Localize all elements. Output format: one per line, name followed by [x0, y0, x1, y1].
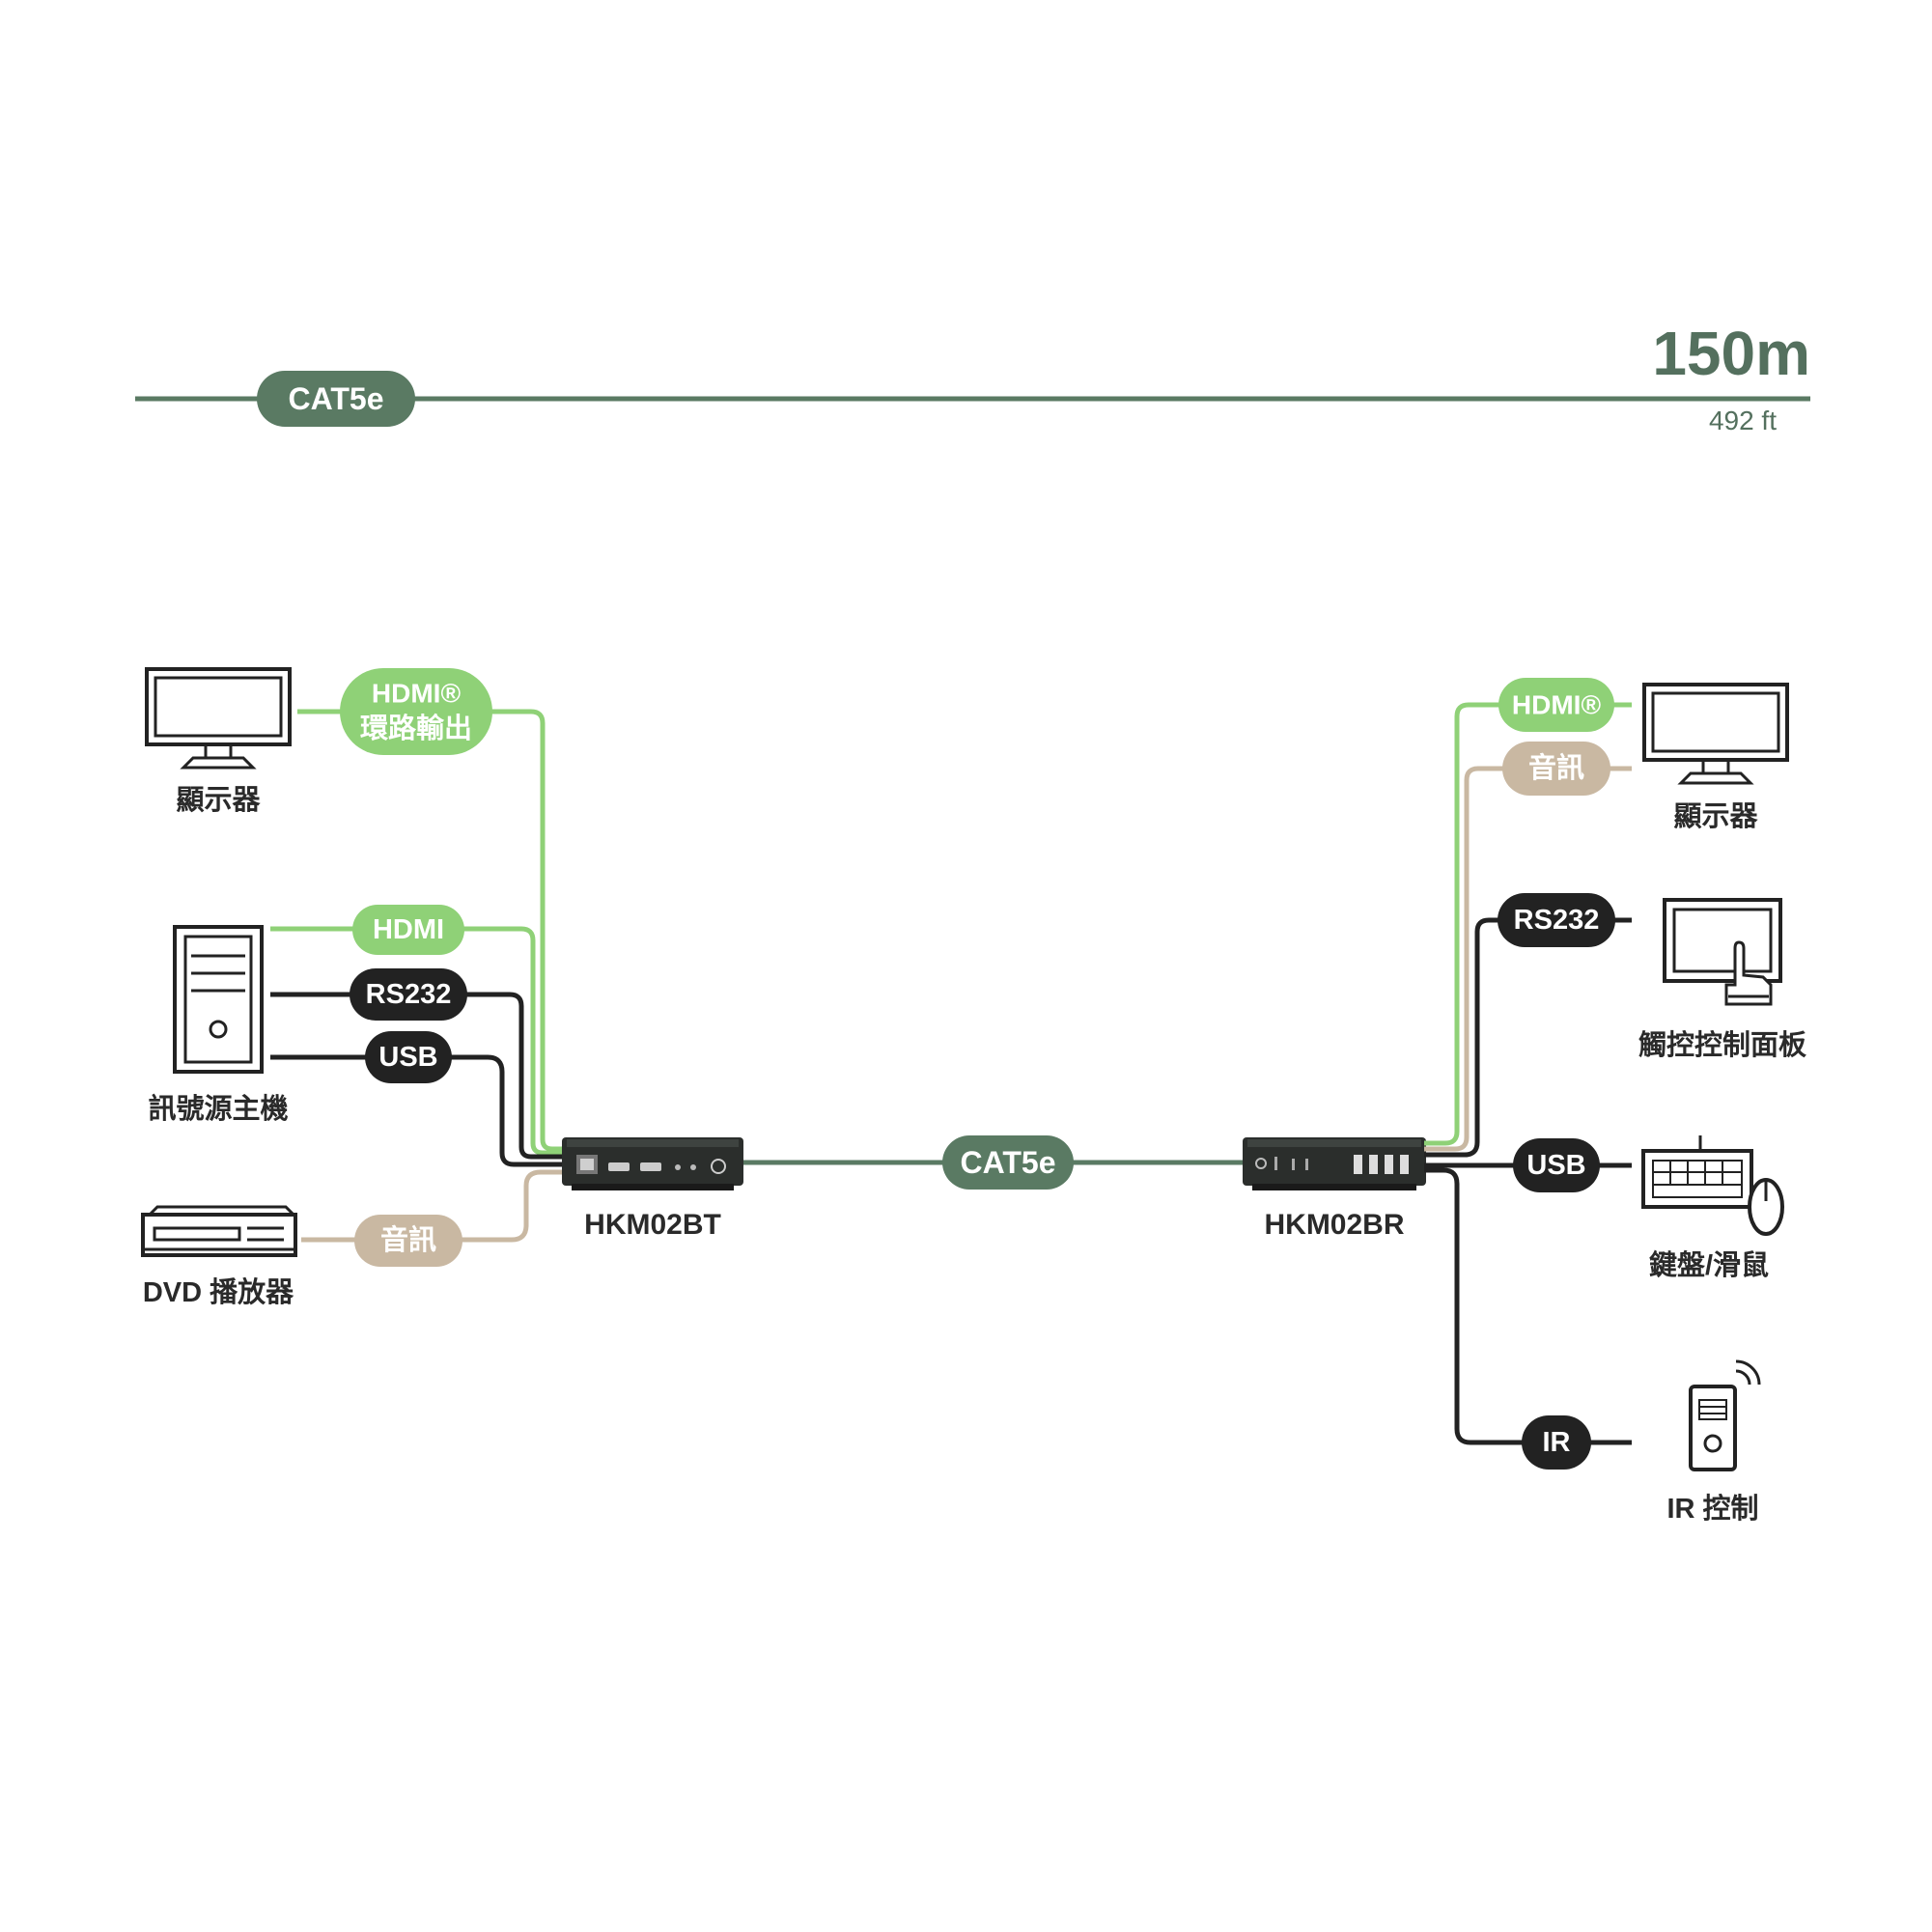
- receiver-device: [1243, 1137, 1426, 1190]
- dvd-player-icon: [141, 1205, 297, 1257]
- pill-hdmi-input: [352, 905, 464, 955]
- cable-usb-input: [270, 1054, 565, 1167]
- pill-audio-input: [354, 1215, 462, 1267]
- pill-rs232-input: [350, 968, 467, 1021]
- header-cable-label: CAT5e: [289, 381, 384, 416]
- pill-audio-input-label: 音訊: [380, 1223, 436, 1256]
- pill-hdmi-output: [1498, 678, 1614, 732]
- pill-ir-output-label: IR: [1543, 1427, 1571, 1458]
- touch-panel-icon: [1663, 898, 1782, 1006]
- transmitter-model: HKM02BT: [584, 1209, 721, 1241]
- pill-hdmi-loop-sublabel: 環路輸出: [360, 712, 472, 744]
- keyboard-mouse-icon: [1641, 1135, 1784, 1236]
- pill-usb-input-label: USB: [378, 1042, 437, 1073]
- monitor-icon: [145, 667, 292, 770]
- tx-source-label: 訊號源主機: [148, 1092, 288, 1125]
- rx-ir-control-label: IR 控制: [1666, 1493, 1758, 1525]
- tx-display-label: 顯示器: [176, 785, 261, 816]
- pill-hdmi-input-label: HDMI: [373, 914, 444, 945]
- receiver-model: HKM02BR: [1264, 1209, 1404, 1241]
- pill-usb-output-label: USB: [1526, 1150, 1585, 1181]
- pill-usb-input: [365, 1031, 452, 1083]
- header-cable-pill: [257, 371, 415, 427]
- pill-rs232-output-label: RS232: [1514, 905, 1600, 936]
- pill-audio-output-label: 音訊: [1528, 751, 1584, 784]
- ir-remote-icon: [1689, 1359, 1761, 1471]
- cable-hdmi-input: [270, 926, 565, 1156]
- header-distance-ft: 492 ft: [1709, 406, 1777, 435]
- pill-rs232-output: [1498, 893, 1615, 947]
- header-distance: 150m: [1652, 319, 1810, 388]
- rx-monitor-icon: [1642, 683, 1789, 785]
- link-cable-label: CAT5e: [961, 1145, 1056, 1180]
- pill-usb-output: [1513, 1138, 1600, 1192]
- cable-ir-output: [1424, 1167, 1632, 1445]
- pill-audio-output: [1502, 742, 1610, 796]
- pill-hdmi-loop: [340, 668, 492, 755]
- cable-audio-input: [301, 1169, 565, 1243]
- link-cable-pill: [942, 1135, 1074, 1190]
- rx-display-label: 顯示器: [1673, 801, 1758, 832]
- cable-rs232-output: [1424, 917, 1632, 1158]
- cable-hdmi-loop: [297, 709, 565, 1152]
- pill-ir-output: [1522, 1415, 1591, 1470]
- cable-audio-output: [1424, 766, 1632, 1152]
- cable-rs232-input: [270, 992, 565, 1160]
- pill-hdmi-loop-label: HDMI®: [372, 679, 462, 709]
- pill-rs232-input-label: RS232: [366, 979, 452, 1010]
- rx-touch-panel-label: 觸控控制面板: [1638, 1029, 1807, 1061]
- tx-dvd-label: DVD 播放器: [143, 1276, 294, 1308]
- transmitter-device: [562, 1137, 743, 1190]
- pc-tower-icon: [173, 925, 264, 1074]
- pill-hdmi-output-label: HDMI®: [1512, 690, 1602, 720]
- rx-keyboard-mouse-label: 鍵盤/滑鼠: [1649, 1248, 1769, 1281]
- cable-hdmi-output: [1424, 702, 1632, 1146]
